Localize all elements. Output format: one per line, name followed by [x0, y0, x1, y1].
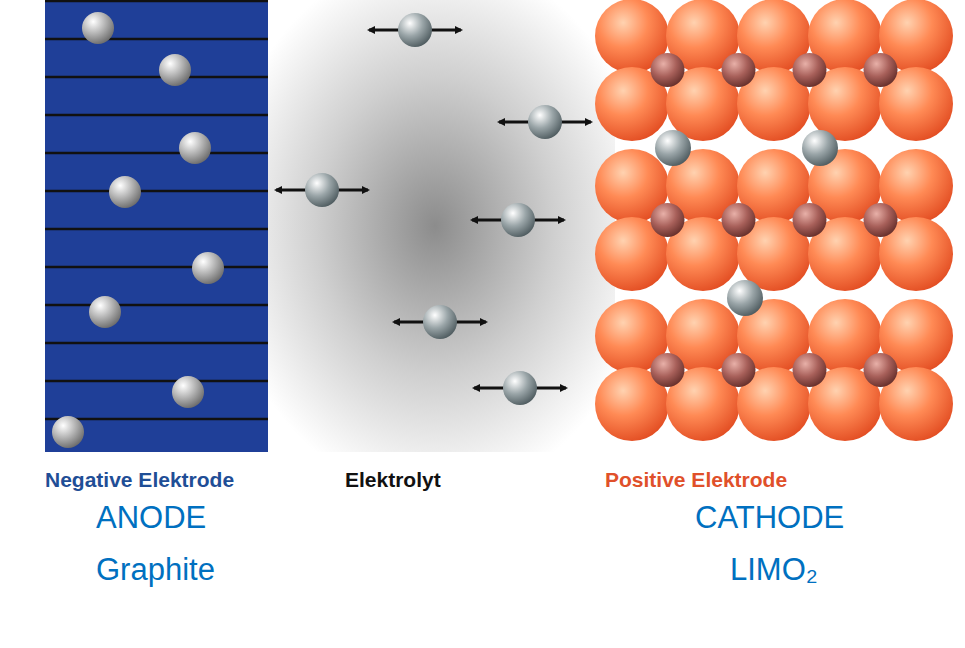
- electrolyte-label: Elektrolyt: [345, 468, 441, 492]
- lithium-ion: [192, 252, 224, 284]
- lithium-ion: [159, 54, 191, 86]
- graphite-layer: [45, 38, 268, 41]
- cathode-lattice: [595, 0, 953, 441]
- graphite-layer: [45, 114, 268, 117]
- graphite-layer: [45, 76, 268, 79]
- lithium-ion: [398, 13, 432, 47]
- lithium-ion: [89, 296, 121, 328]
- graphite-layer: [45, 228, 268, 231]
- lithium-ion: [172, 376, 204, 408]
- lithium-ion: [52, 416, 84, 448]
- graphite-layer: [45, 190, 268, 193]
- lithium-ion: [727, 280, 763, 316]
- graphite-layer: [45, 152, 268, 155]
- metal-atom: [722, 53, 756, 87]
- metal-atom: [864, 53, 898, 87]
- metal-atom: [793, 53, 827, 87]
- lithium-ion: [82, 12, 114, 44]
- graphite-layer: [45, 342, 268, 345]
- electrode-name: ANODE: [96, 500, 206, 536]
- metal-atom: [651, 203, 685, 237]
- graphite-anode: [45, 0, 268, 452]
- metal-atom: [864, 203, 898, 237]
- lithium-ion: [423, 305, 457, 339]
- graphite-layer: [45, 380, 268, 383]
- lithium-ion: [528, 105, 562, 139]
- graphite-layer: [45, 266, 268, 269]
- metal-atom: [793, 203, 827, 237]
- metal-atom: [793, 353, 827, 387]
- lithium-ion: [109, 176, 141, 208]
- metal-atom: [864, 353, 898, 387]
- lithium-ion: [802, 130, 838, 166]
- metal-atom: [651, 53, 685, 87]
- lithium-ion: [305, 173, 339, 207]
- metal-atom: [722, 203, 756, 237]
- electrolyte-region: [255, 0, 615, 452]
- electrode-label: Negative Elektrode: [45, 468, 234, 492]
- graphite-layer: [45, 304, 268, 307]
- material-name: LIMO₂: [730, 552, 818, 588]
- graphite-layer: [45, 418, 268, 421]
- graphite-layer: [45, 0, 268, 2]
- electrode-label: Positive Elektrode: [605, 468, 787, 492]
- lithium-ion: [655, 130, 691, 166]
- metal-atom: [651, 353, 685, 387]
- electrode-name: CATHODE: [695, 500, 844, 536]
- metal-atom: [722, 353, 756, 387]
- lithium-ion: [501, 203, 535, 237]
- lithium-ion: [179, 132, 211, 164]
- lithium-ion: [503, 371, 537, 405]
- material-name: Graphite: [96, 552, 215, 588]
- lithium-ions: [276, 13, 591, 405]
